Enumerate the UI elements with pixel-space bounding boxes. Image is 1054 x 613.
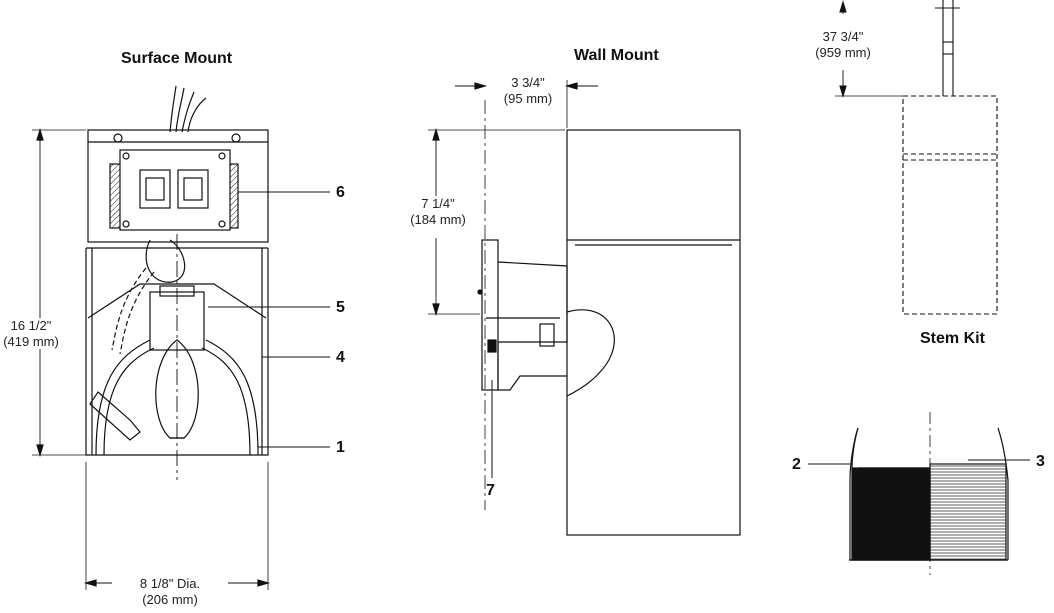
stem-fixture-outline: [902, 95, 998, 315]
callout-7: 7: [486, 482, 495, 499]
wall-mount-drawing: [428, 80, 741, 536]
stem-length-imperial: 37 3/4": [822, 29, 864, 44]
diameter-imperial: 8 1/8" Dia.: [139, 576, 201, 591]
callout-3: 3: [1036, 453, 1045, 470]
height-dimension: 16 1/2" (419 mm): [0, 318, 62, 350]
black-baffle: [851, 467, 931, 561]
wall-height-imperial: 7 1/4": [421, 196, 455, 211]
height-imperial: 16 1/2": [10, 318, 52, 333]
wall-plate: [481, 239, 499, 391]
surface-mount-drawing: [32, 85, 330, 590]
callout-6: 6: [336, 184, 345, 201]
stem-length-metric: (959 mm): [815, 44, 871, 60]
switch-plate: [119, 149, 231, 231]
wall-height-metric: (184 mm): [410, 211, 466, 227]
ribbed-baffle: [929, 463, 1007, 561]
stem-length-dimension: 37 3/4" (959 mm): [812, 29, 874, 61]
stem-kit-drawing: [835, 0, 998, 315]
callout-1: 1: [336, 439, 345, 456]
diameter-metric: (206 mm): [142, 591, 198, 607]
lens-detail-drawing: [808, 412, 1030, 575]
callout-4: 4: [336, 349, 345, 366]
wall-height-dimension: 7 1/4" (184 mm): [407, 196, 469, 228]
height-metric: (419 mm): [3, 333, 59, 349]
canopy-box: [87, 129, 269, 243]
callout-5: 5: [336, 299, 345, 316]
wall-projection-metric: (95 mm): [503, 90, 553, 106]
wall-projection-dimension: 3 3/4" (95 mm): [493, 75, 563, 106]
wall-mount-title: Wall Mount: [574, 47, 659, 64]
wall-fixture-body: [566, 129, 741, 536]
callout-2: 2: [792, 456, 801, 473]
wall-projection-imperial: 3 3/4": [511, 75, 545, 90]
stem-kit-title: Stem Kit: [920, 330, 985, 347]
surface-mount-title: Surface Mount: [121, 50, 233, 67]
diameter-dimension: 8 1/8" Dia. (206 mm): [114, 576, 226, 608]
